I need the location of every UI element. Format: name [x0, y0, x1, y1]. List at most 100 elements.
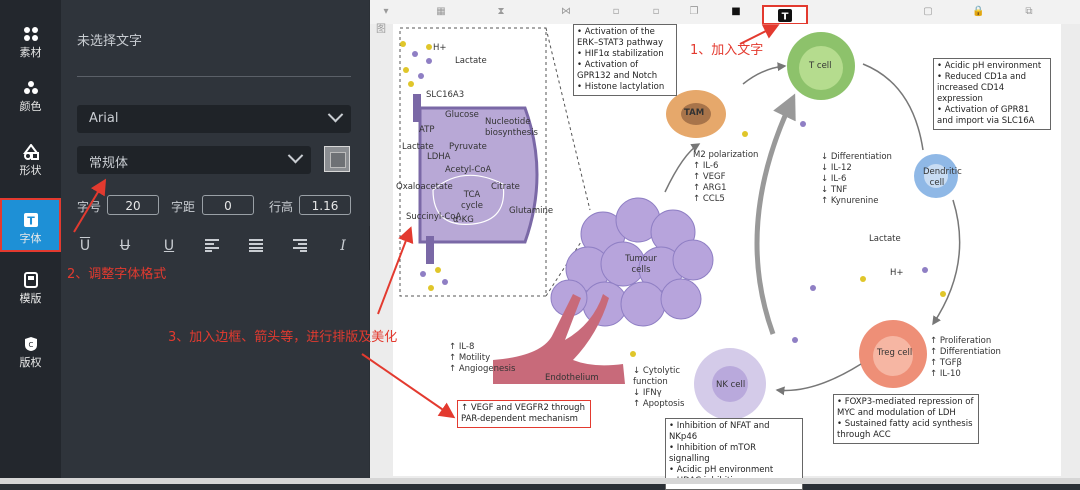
fig-atp: ATP: [419, 125, 435, 135]
rail-item-label: 形状: [19, 164, 42, 177]
rail-item-materials[interactable]: 素材: [0, 12, 61, 66]
nk-effect-line: ↓ Cytolytic function: [633, 366, 681, 387]
align-icon[interactable]: ▫: [612, 6, 620, 17]
toolbar-label: 图: [376, 24, 386, 35]
rail-item-fonts[interactable]: T 字体: [0, 198, 61, 252]
grid-select-icon[interactable]: ▦: [436, 6, 446, 17]
copy-icon[interactable]: ❐: [689, 6, 699, 17]
line-height-label: 行高: [269, 200, 294, 214]
fig-tca: TCA cycle: [461, 190, 483, 211]
treg-mechanism-box[interactable]: • FOXP3-mediated repression of MYC and m…: [833, 394, 979, 444]
rail-item-label: 模版: [19, 292, 42, 305]
lock-icon[interactable]: 🔒: [972, 6, 985, 17]
font-style-select[interactable]: 常规体: [77, 146, 311, 174]
treg-effect-line: ↑ Differentiation: [930, 347, 1001, 357]
dc-effects: ↓ Differentiation ↓ IL-12 ↓ IL-6 ↓ TNF ↑…: [821, 152, 892, 207]
svg-text:C: C: [28, 341, 33, 349]
nk-effect-line: ↓ IFNγ: [633, 388, 662, 398]
treg-box-line: • Sustained fatty acid synthesis through…: [837, 419, 973, 440]
flip-vertical-icon[interactable]: ⧗: [497, 6, 505, 17]
panel-title: 未选择文字: [77, 34, 143, 49]
rail-item-label: 素材: [19, 46, 42, 59]
color-swatch-fill: [330, 152, 346, 168]
spacing-label: 字距: [171, 200, 196, 214]
fig-citrate: Citrate: [491, 182, 520, 192]
export-icon[interactable]: ⧉: [1025, 6, 1033, 17]
fig-acetyl: Acetyl-CoA: [445, 165, 492, 175]
strikethrough-icon[interactable]: U: [119, 238, 131, 254]
endothelial-effects: ↑ IL-8 ↑ Motility ↑ Angiogenesis: [449, 342, 515, 375]
fill-icon[interactable]: ■: [731, 6, 741, 17]
italic-icon[interactable]: I: [340, 238, 346, 254]
distribute-icon[interactable]: ▫: [652, 6, 660, 17]
font-size-input[interactable]: 20: [107, 195, 159, 215]
font-panel: 未选择文字 Arial 常规体 字号 20 字距 0 行高 1.16 U U U…: [61, 0, 369, 484]
overline-icon[interactable]: U: [79, 238, 91, 254]
horizontal-scrollbar[interactable]: [0, 478, 1080, 484]
tumour-cluster: [550, 197, 714, 327]
vegf-box[interactable]: ↑ VEGF and VEGFR2 through PAR-dependent …: [457, 400, 591, 428]
tam-box-line: • Histone lactylation: [577, 82, 665, 92]
rail-item-shapes[interactable]: 形状: [0, 130, 61, 184]
shapes-icon: [22, 144, 39, 160]
tam-box-line: • HIF1α stabilization: [577, 49, 664, 59]
font-color-picker[interactable]: [324, 146, 350, 172]
flip-horizontal-icon[interactable]: ⋈: [561, 6, 571, 17]
font-family-select[interactable]: Arial: [77, 105, 351, 133]
align-center-icon[interactable]: [248, 238, 264, 254]
figure-illustration: [399, 27, 961, 420]
divider: [77, 76, 351, 77]
fig-glucose: Glucose: [445, 110, 479, 120]
figure-page[interactable]: H+ Lactate SLC16A3 Glucose Nucleotide bi…: [393, 24, 1061, 490]
line-height-input[interactable]: 1.16: [299, 195, 351, 215]
m2-effects: M2 polarization ↑ IL-6 ↑ VEGF ↑ ARG1 ↑ C…: [693, 150, 758, 205]
endo-line: ↑ Angiogenesis: [449, 364, 516, 374]
letter-spacing-input[interactable]: 0: [202, 195, 254, 215]
svg-text:T: T: [27, 215, 35, 228]
template-icon: [23, 272, 38, 288]
copyright-icon: C: [24, 337, 37, 351]
font-style-value: 常规体: [89, 156, 129, 171]
align-left-icon[interactable]: [204, 238, 220, 254]
nk-box-line: • Inhibition of mTOR signalling: [669, 443, 757, 464]
treg-effect-line: ↑ IL-10: [930, 369, 961, 379]
fig-oxaloacetate: Oxaloacetate: [396, 182, 453, 192]
annotation-step1: 1、加入文字: [690, 43, 764, 58]
palette-icon: [23, 81, 38, 94]
m2-line: M2 polarization: [693, 150, 759, 160]
fig-glutamine: Glutamine: [509, 206, 554, 216]
underline-icon[interactable]: U: [163, 238, 175, 254]
align-right-icon[interactable]: [292, 238, 308, 254]
cell-membrane: [418, 106, 539, 244]
fig-tam: TAM: [684, 108, 705, 118]
layer-icon[interactable]: ▾: [383, 6, 389, 17]
grid-icon: [23, 27, 38, 41]
frame-icon[interactable]: ▢: [923, 6, 933, 17]
fig-endothelium: Endothelium: [545, 373, 599, 383]
m2-line: ↑ CCL5: [693, 194, 725, 204]
tam-mechanism-box[interactable]: • Activation of the ERK–STAT3 pathway • …: [573, 24, 677, 96]
svg-text:T: T: [782, 12, 789, 23]
fig-lactate2: Lactate: [402, 142, 434, 152]
annotation-step2: 2、调整字体格式: [67, 267, 167, 282]
fig-hplus-right: H+: [890, 268, 904, 278]
fig-slc16a3: SLC16A3: [426, 90, 465, 100]
dc-effect-line: ↑ Kynurenine: [821, 196, 879, 206]
fig-tumour: Tumour cells: [625, 254, 657, 275]
dc-mechanism-box[interactable]: • Acidic pH environment • Reduced CD1a a…: [933, 58, 1051, 130]
endo-line: ↑ IL-8: [449, 342, 475, 352]
treg-effects: ↑ Proliferation ↑ Differentiation ↑ TGFβ…: [930, 336, 1001, 380]
endo-line: ↑ Motility: [449, 353, 491, 363]
rail-item-copyright[interactable]: C 版权: [0, 322, 61, 376]
rail-item-label: 颜色: [19, 100, 42, 113]
dc-effect-line: ↓ IL-12: [821, 163, 852, 173]
treg-effect-line: ↑ Proliferation: [930, 336, 992, 346]
dc-box-line: • Activation of GPR81 and import via SLC…: [937, 105, 1035, 126]
tam-box-line: • Activation of the ERK–STAT3 pathway: [577, 27, 664, 48]
rail-item-templates[interactable]: 模版: [0, 258, 61, 312]
rail-item-colors[interactable]: 颜色: [0, 66, 61, 120]
nk-effect-line: ↑ Apoptosis: [633, 399, 685, 409]
fig-dendritic: Dendritic cell: [923, 167, 962, 188]
fig-nk: NK cell: [716, 380, 746, 390]
dashed-zoom-box: [399, 27, 547, 297]
